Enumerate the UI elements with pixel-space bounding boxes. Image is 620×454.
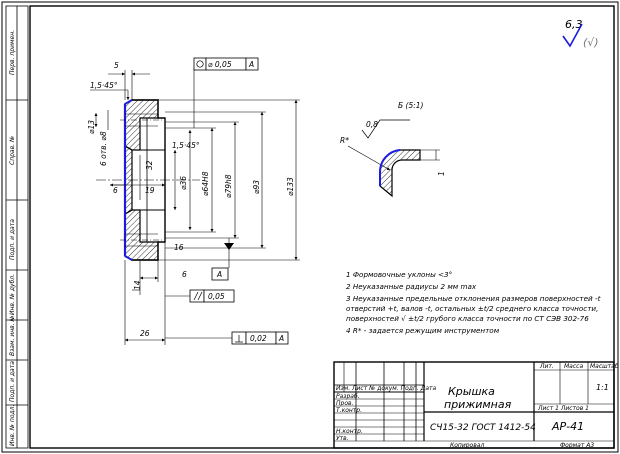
- dim-chamfer-top: 1,5·45°: [90, 81, 118, 90]
- scale-label: Масштаб: [590, 363, 619, 370]
- copied-label: Копировал: [450, 442, 484, 449]
- tb-row: Разраб.: [336, 393, 360, 400]
- dim-chamfer-inner: 1,5·45°: [172, 141, 200, 150]
- dim-holes: 6 отв. ⌀8: [99, 131, 108, 166]
- dim-14: 14: [133, 280, 142, 290]
- detail-label: Б (5:1): [398, 101, 424, 110]
- tolerance-frames: [189, 57, 289, 345]
- dim-64: ⌀64H8: [201, 171, 210, 196]
- datum-A: A: [216, 270, 222, 279]
- format-label: Формат А3: [560, 442, 594, 449]
- side-label: Справ. №: [9, 136, 16, 165]
- note-line: 2 Неуказанные радиусы 2 мм max: [346, 282, 477, 291]
- material: СЧ15-32 ГОСТ 1412-54: [430, 423, 536, 433]
- tol-perp-datum: A: [278, 334, 284, 343]
- tol-parallel: 0,05: [208, 292, 225, 301]
- dim-5: 5: [114, 61, 119, 70]
- dim-6: 6: [113, 186, 118, 195]
- side-labels: Перв. примен. Справ. № Подп. и дата Инв.…: [9, 30, 16, 446]
- designation: АР-41: [551, 420, 584, 433]
- dim-79: ⌀79h8: [224, 174, 233, 198]
- side-label: Инв. № дубл.: [9, 274, 16, 315]
- dim-6b: 6: [182, 270, 187, 279]
- dim-19: 19: [145, 186, 155, 195]
- tol-flatness: ⌀ 0,05: [208, 60, 232, 69]
- note-line: 3 Неуказанные предельные отклонения разм…: [346, 294, 602, 303]
- detail-r: R*: [340, 136, 349, 145]
- detail-rough: 0,8: [366, 120, 378, 129]
- tol-perp: 0,02: [250, 334, 267, 343]
- roughness-value: 6,3: [565, 18, 583, 31]
- mass-label: Масса: [564, 363, 583, 370]
- main-dimensions: [90, 68, 300, 345]
- side-strip: [5, 5, 29, 449]
- detail-view: Б (5:1) 0,8 R* 1: [340, 101, 446, 198]
- lit-label: Лит.: [539, 363, 554, 370]
- dim-133: ⌀133: [286, 177, 295, 196]
- side-label: Подп. и дата: [9, 361, 16, 402]
- dim-26: 26: [140, 329, 150, 338]
- tb-row: Т.контр.: [336, 407, 362, 414]
- tb-row: Н.контр.: [336, 428, 363, 435]
- tol-flatness-datum: A: [248, 60, 254, 69]
- note-line: поверхностей √ ±t/2 грубого класса точно…: [346, 314, 589, 323]
- tb-row: Изм. Лист № докум. Подп. Дата: [336, 385, 437, 392]
- side-label: Перв. примен.: [9, 30, 16, 75]
- tb-row: Утв.: [336, 435, 349, 442]
- dim-16: 16: [174, 243, 184, 252]
- part-name-2: прижимная: [444, 398, 512, 411]
- tolerance-symbols: [193, 60, 243, 343]
- note-line: 4 R* - задается режущим инструментом: [346, 326, 500, 335]
- main-dim-texts: 5 1,5·45° ⌀ 0,05 A ⌀13 6 отв. ⌀8 1,5·45°…: [87, 60, 295, 343]
- detail-1: 1: [437, 171, 446, 176]
- roughness-mark: 6,3 (√): [562, 18, 599, 49]
- side-label: Инв. № подл.: [9, 405, 16, 446]
- scale-value: 1:1: [596, 383, 609, 392]
- side-label: Взам. инв. №: [9, 315, 16, 356]
- sheets-info: Лист 1 Листов 1: [537, 405, 589, 412]
- note-line: отверстий +t, валов -t, остальных ±t/2 с…: [346, 304, 598, 313]
- title-block-texts: Крышка прижимная СЧ15-32 ГОСТ 1412-54 АР…: [336, 363, 619, 449]
- note-line: 1 Формовочные уклоны <3°: [346, 270, 452, 279]
- dim-36: ⌀36: [179, 176, 188, 190]
- datum-triangle: [224, 243, 234, 250]
- roughness-rest: (√): [583, 36, 599, 49]
- drawing-frame: [29, 5, 615, 449]
- main-section-view: [96, 99, 200, 261]
- dim-13: ⌀13: [87, 120, 96, 134]
- dim-93: ⌀93: [252, 180, 261, 194]
- part-name-1: Крышка: [448, 385, 495, 398]
- tb-row: Пров.: [336, 400, 354, 407]
- dim-32: 32: [145, 160, 154, 170]
- technical-notes: 1 Формовочные уклоны <3° 2 Неуказанные р…: [346, 270, 602, 335]
- side-label: Подп. и дата: [9, 219, 16, 260]
- title-block: [333, 361, 615, 449]
